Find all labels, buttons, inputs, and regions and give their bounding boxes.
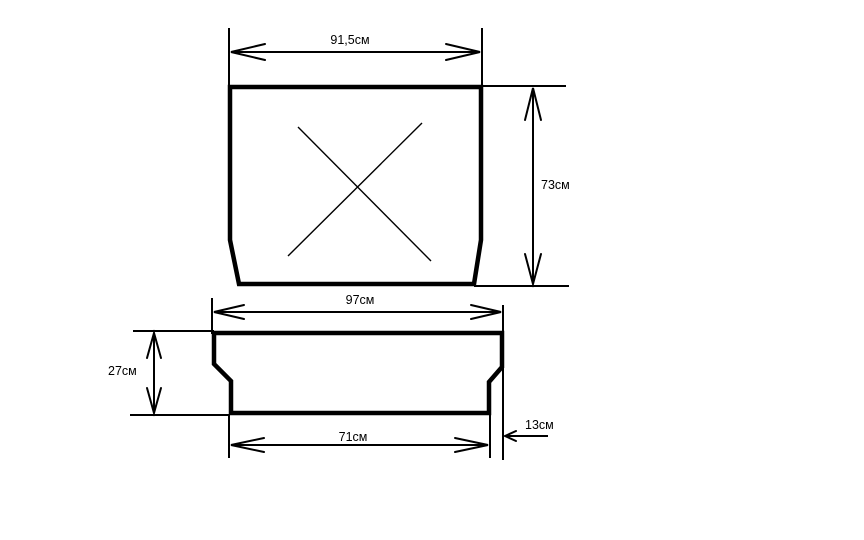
- arrow-down-icon: [146, 387, 162, 417]
- dimension-bottom-base-width: 71см: [228, 415, 491, 458]
- arrow-left-icon: [213, 304, 245, 320]
- dimension-bottom-height: 27см: [108, 329, 230, 417]
- arrow-left-icon: [502, 430, 517, 442]
- label-bottom-base-width: 71см: [339, 430, 368, 444]
- arrow-left-icon: [230, 43, 266, 61]
- arrow-up-icon: [146, 329, 162, 359]
- dimension-top-width: 91,5см: [228, 28, 483, 90]
- dimension-top-height: 73см: [474, 85, 570, 288]
- arrow-right-icon: [470, 304, 502, 320]
- label-bottom-height: 27см: [108, 364, 137, 378]
- dimension-side-offset: 13см: [502, 418, 554, 442]
- cross-line-1: [297, 126, 432, 262]
- arrow-up-icon: [524, 87, 542, 121]
- arrow-right-icon: [445, 43, 481, 61]
- lower-part: [211, 330, 505, 416]
- label-top-height: 73см: [541, 178, 570, 192]
- arrow-right-icon: [454, 437, 489, 453]
- arrow-left-icon: [230, 437, 265, 453]
- cross-line-2: [287, 122, 423, 257]
- label-side-offset: 13см: [525, 418, 554, 432]
- arrow-down-icon: [524, 253, 542, 288]
- label-bottom-top-width: 97см: [346, 293, 375, 307]
- dimension-bottom-top-width: 97см: [211, 293, 504, 460]
- lower-part-outline: [211, 330, 505, 416]
- upper-part: [227, 84, 484, 287]
- label-top-width: 91,5см: [330, 33, 369, 47]
